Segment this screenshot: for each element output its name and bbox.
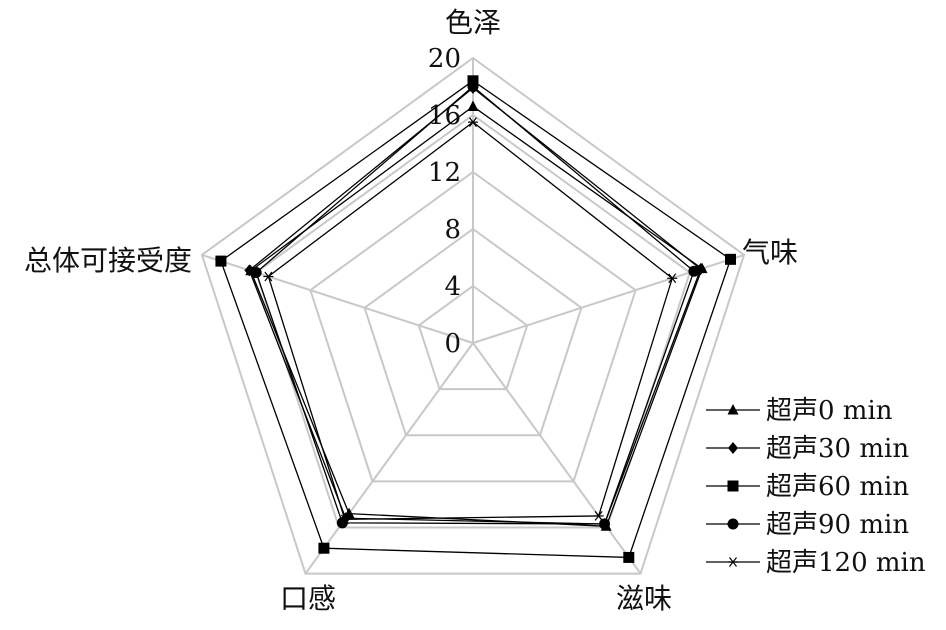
legend-marker bbox=[728, 442, 738, 454]
series-超声60-min bbox=[215, 75, 736, 563]
spoke-3 bbox=[472, 342, 642, 575]
tick-label: 20 bbox=[428, 44, 461, 74]
legend-item: 超声90 min bbox=[706, 510, 909, 540]
radar-grid bbox=[200, 56, 746, 575]
axis-label-2: 气味 bbox=[742, 236, 798, 269]
spoke-5 bbox=[201, 253, 474, 344]
data-point bbox=[467, 75, 479, 87]
axis-label-1: 色泽 bbox=[445, 6, 501, 39]
series-layer bbox=[215, 75, 736, 563]
legend-marker bbox=[727, 480, 739, 492]
legend-label: 超声0 min bbox=[766, 396, 893, 426]
legend-marker bbox=[727, 518, 739, 530]
axis-label-5: 总体可接受度 bbox=[24, 244, 192, 277]
data-point bbox=[215, 255, 227, 267]
axis-label-3: 滋味 bbox=[616, 582, 672, 615]
tick-label: 4 bbox=[444, 272, 461, 302]
data-point bbox=[263, 271, 274, 282]
legend-label: 超声90 min bbox=[766, 510, 909, 540]
series-line bbox=[220, 80, 732, 559]
tick-label: 8 bbox=[444, 215, 461, 245]
legend-label: 超声30 min bbox=[766, 434, 909, 464]
data-point bbox=[667, 273, 678, 284]
series-line bbox=[249, 105, 703, 527]
series-超声30-min bbox=[244, 81, 706, 530]
legend-marker bbox=[727, 404, 739, 415]
legend-label: 超声120 min bbox=[766, 548, 926, 578]
data-point bbox=[318, 542, 330, 554]
series-line bbox=[255, 85, 695, 525]
legend-label: 超声60 min bbox=[766, 472, 909, 502]
spoke-4 bbox=[304, 342, 474, 575]
data-point bbox=[468, 117, 478, 127]
data-point bbox=[688, 265, 700, 277]
legend-item: 超声120 min bbox=[706, 548, 926, 578]
legend-item: 超声30 min bbox=[706, 434, 909, 464]
data-point bbox=[724, 253, 736, 265]
grid-ring-12 bbox=[309, 170, 637, 483]
data-point bbox=[623, 551, 635, 563]
data-point bbox=[339, 514, 350, 525]
axis-label-4: 口感 bbox=[280, 582, 336, 615]
tick-label: 0 bbox=[444, 329, 461, 359]
tick-label: 12 bbox=[428, 158, 461, 188]
series-超声120-min bbox=[263, 117, 678, 525]
series-超声0-min bbox=[245, 100, 708, 531]
data-point bbox=[467, 100, 479, 111]
legend-item: 超声60 min bbox=[706, 472, 909, 502]
data-point bbox=[599, 518, 611, 530]
series-line bbox=[267, 121, 673, 521]
legend-marker bbox=[728, 557, 738, 567]
data-point bbox=[250, 267, 262, 279]
radial-tick-labels: 0 4 8 12 16 20 bbox=[428, 44, 461, 359]
data-point bbox=[593, 511, 604, 521]
legend: 超声0 min 超声30 min 超声60 min 超声90 min 超声120 min bbox=[706, 396, 926, 578]
data-point bbox=[467, 81, 479, 92]
grid-ring-8 bbox=[363, 227, 583, 437]
grid-ring-20 bbox=[200, 56, 746, 575]
tick-label: 16 bbox=[428, 101, 461, 131]
legend-item: 超声0 min bbox=[706, 396, 893, 426]
grid-ring-16 bbox=[254, 113, 692, 529]
grid-ring-4 bbox=[417, 284, 529, 391]
series-line bbox=[248, 87, 702, 525]
